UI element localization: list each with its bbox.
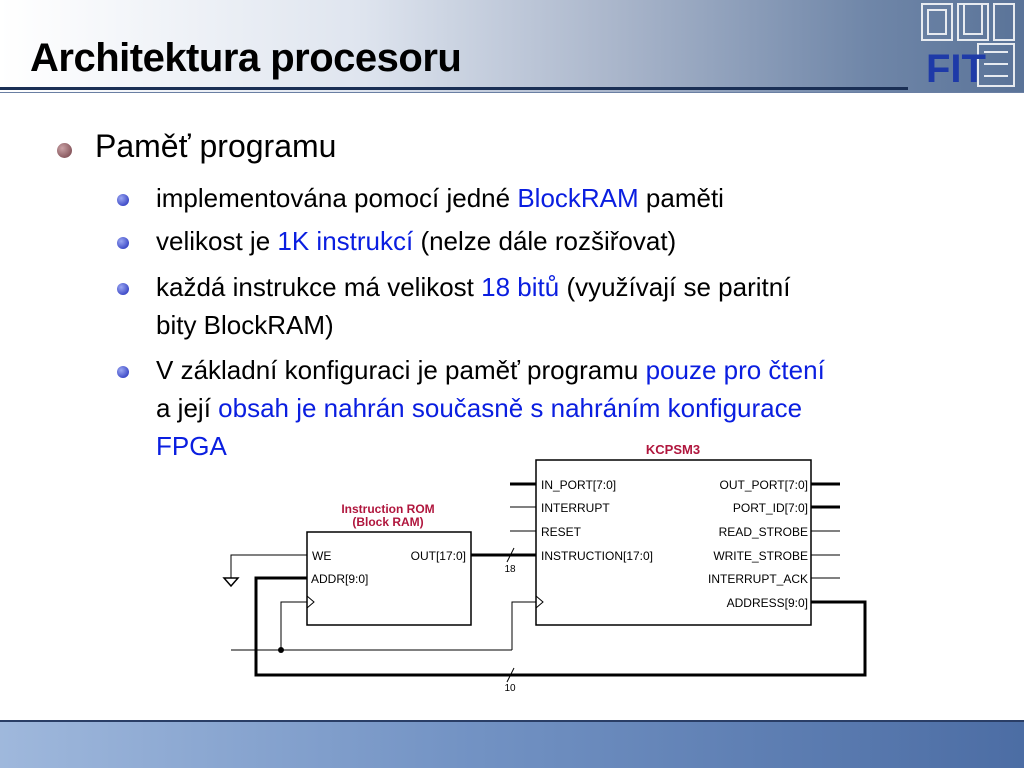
- bus-width-10: 10: [504, 683, 516, 694]
- slide-title: Architektura procesoru: [30, 36, 462, 80]
- port-port-id: PORT_ID[7:0]: [733, 501, 808, 515]
- rom-port-we: WE: [312, 549, 331, 563]
- port-in-port: IN_PORT[7:0]: [541, 478, 616, 492]
- port-address: ADDRESS[9:0]: [727, 596, 808, 610]
- kcpsm3-box: [535, 459, 812, 626]
- heading-pamet-programu: Paměť programu: [95, 128, 337, 164]
- port-interrupt-ack: INTERRUPT_ACK: [708, 572, 808, 586]
- port-write-strobe: WRITE_STROBE: [713, 549, 808, 563]
- rom-title: Instruction ROM: [341, 502, 434, 516]
- bullet-level2: [117, 237, 129, 249]
- kcpsm3-block-diagram: KCPSM3 IN_PORT[7:0] INTERRUPT RESET INST…: [222, 442, 867, 694]
- bullet-level2: [117, 366, 129, 378]
- bullet-text-1: implementována pomocí jedné BlockRAM pam…: [156, 183, 724, 213]
- rom-subtitle: (Block RAM): [352, 515, 423, 529]
- bullet-text-2: velikost je 1K instrukcí (nelze dále roz…: [156, 226, 677, 256]
- bullet-text-4: V základní konfiguraci je paměť programu…: [156, 355, 825, 385]
- port-read-strobe: READ_STROBE: [719, 525, 808, 539]
- footer-band: [0, 722, 1024, 768]
- bullet-level1: [57, 143, 72, 158]
- bullet-level2: [117, 194, 129, 206]
- bullet-text-3: každá instrukce má velikost 18 bitů (vyu…: [156, 272, 791, 302]
- rom-port-addr: ADDR[9:0]: [311, 572, 368, 586]
- title-band: [0, 0, 1024, 92]
- kcpsm3-title: KCPSM3: [646, 442, 700, 457]
- bullet-text-4-cont: a její obsah je nahrán současně s nahrán…: [156, 393, 803, 423]
- bullet-text-4-fpga: FPGA: [156, 431, 227, 461]
- logo-text: FIT: [926, 47, 986, 90]
- port-reset: RESET: [541, 525, 582, 539]
- rom-port-out: OUT[17:0]: [411, 549, 466, 563]
- bus-width-18: 18: [504, 564, 516, 575]
- bullet-text-3-cont: bity BlockRAM): [156, 310, 334, 340]
- bullet-level2: [117, 283, 129, 295]
- title-underline: [0, 87, 908, 90]
- footer-divider: [0, 720, 1024, 722]
- port-interrupt: INTERRUPT: [541, 501, 610, 515]
- port-out-port: OUT_PORT[7:0]: [720, 478, 808, 492]
- port-instruction: INSTRUCTION[17:0]: [541, 549, 653, 563]
- header-divider: [0, 92, 1024, 93]
- fit-logo: FIT: [921, 3, 1015, 90]
